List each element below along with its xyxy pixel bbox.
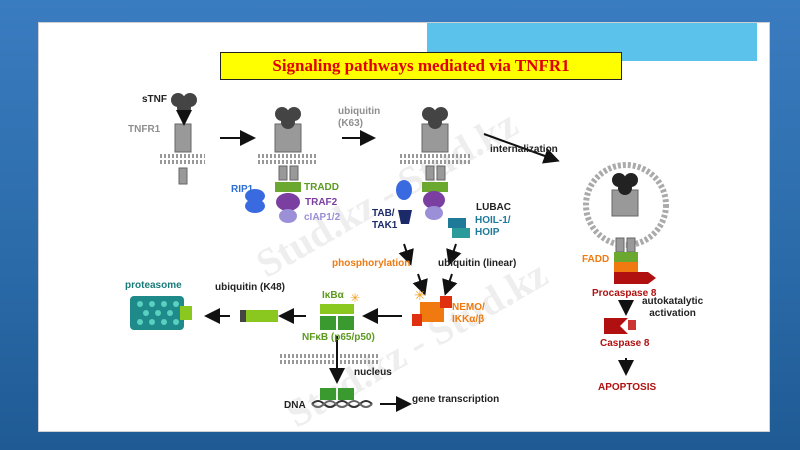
label-apoptosis: APOPTOSIS [598,382,657,393]
label-nfkb: NFκB (p65/p50) [302,332,375,343]
label-tnfr1: TNFR1 [128,124,161,135]
label-procaspase8: Procaspase 8 [592,288,657,299]
label-dna: DNA [284,400,306,411]
proteasome-icon [130,296,192,330]
ikk-complex: ✳ [412,287,452,326]
label-fadd: FADD [582,254,610,265]
label-ikba: IκBα [322,290,344,301]
slide-title: Signaling pathways mediated via TNFR1 [220,52,622,80]
label-ubiquitin-k63: ubiquitin (K63) [338,106,381,129]
label-internalization: internalization [490,144,558,155]
label-nemo-ikk: NEMO/ IKKα/β [452,302,485,325]
caspase8-shape [604,318,636,334]
arrow-phosphorylation [398,243,414,266]
tnfr1-receptor [174,123,192,185]
label-ubiquitin-linear: ubiquitin (linear) [438,258,517,269]
label-caspase8: Caspase 8 [600,338,650,349]
complex-2-adaptors [396,180,470,238]
arrow-internalization [483,133,560,164]
endosome [583,162,669,284]
label-tradd: TRADD [304,182,339,193]
label-nucleus: nucleus [354,367,392,378]
membrane-1 [160,154,205,164]
label-stnf: sTNF [142,94,167,105]
label-lubac: LUBAC [476,202,511,213]
ikba-nfkb-complex: ✳ [320,291,360,330]
nfkb-on-dna [311,388,373,408]
svg-text:✳: ✳ [414,287,426,303]
ikba-ubiquitinated [240,310,278,322]
membrane-3 [400,107,470,181]
label-ubiquitin-k48: ubiquitin (K48) [215,282,285,293]
label-proteasome: proteasome [125,280,182,291]
label-autocatalytic-activation: autokatalytic activation [642,296,704,319]
slide-canvas [38,22,770,432]
membrane-2 [258,107,318,181]
stnf-trimer-icon [171,93,197,115]
label-rip1: RIP1 [231,184,254,195]
label-ciap: cIAP1/2 [304,212,341,223]
arrow-ubiquitin-linear [446,243,462,266]
arrow-to-ikk-2 [442,273,458,296]
nuclear-membrane [280,354,380,364]
label-tab-tak1: TAB/ TAK1 [372,208,398,231]
label-phosphorylation: phosphorylation [332,258,411,269]
label-traf2: TRAF2 [305,197,338,208]
arrow-to-ikk-1 [412,273,428,296]
svg-text:✳: ✳ [350,291,360,305]
complex-1-adaptors [245,182,301,223]
label-hoil-hoip: HOIL-1/ HOIP [475,215,511,238]
label-gene-transcription: gene transcription [412,394,500,405]
